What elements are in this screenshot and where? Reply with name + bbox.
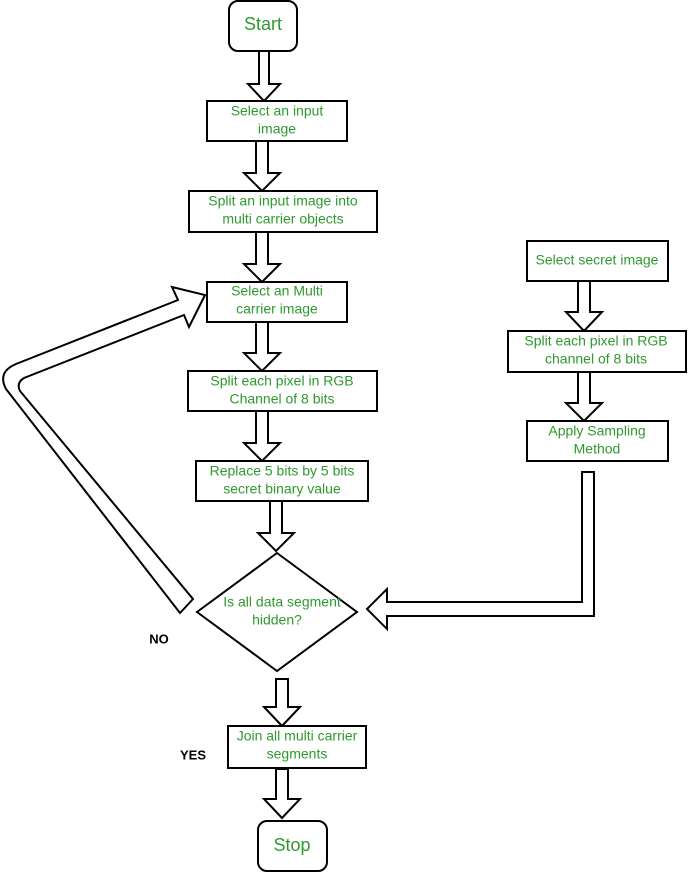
join-box — [227, 725, 367, 769]
decision-label-1: Is all data segment — [223, 594, 341, 610]
no-edge-label: NO — [149, 631, 169, 646]
arrow-start-to-select-input — [245, 50, 283, 103]
decision-diamond — [195, 551, 359, 673]
decision-label-2: hidden? — [252, 612, 302, 628]
split-secret-box — [507, 330, 687, 373]
split-secret-label-1: Split each pixel in RGB — [524, 333, 667, 349]
split-input-label-1: Split an input image into — [208, 193, 358, 209]
arrow-select-multi-to-split-pixel — [241, 321, 283, 373]
start-label: Start — [244, 14, 282, 34]
split-pixel-label-1: Split each pixel in RGB — [210, 373, 353, 389]
replace-bits-label-2: secret binary value — [223, 481, 341, 497]
sampling-label-2: Method — [574, 441, 621, 457]
select-multi-label-1: Select an Multi — [231, 283, 323, 299]
yes-edge-label: YES — [180, 747, 206, 762]
replace-bits-box — [195, 460, 369, 502]
arrow-split-pixel-to-replace-bits — [241, 410, 283, 463]
arrow-replace-bits-to-decision — [255, 500, 297, 553]
stop-label: Stop — [273, 835, 310, 855]
arrow-select-secret-to-split-secret — [563, 280, 605, 333]
select-multi-box — [206, 281, 348, 323]
arrow-split-secret-to-sampling — [563, 371, 605, 423]
arrow-decision-to-join — [261, 678, 303, 728]
split-pixel-label-2: Channel of 8 bits — [229, 391, 334, 407]
replace-bits-label-1: Replace 5 bits by 5 bits — [210, 463, 355, 479]
select-secret-box — [526, 240, 669, 282]
arrow-split-input-to-select-multi — [241, 231, 283, 284]
join-label-1: Join all multi carrier — [237, 728, 358, 744]
select-input-box — [206, 100, 348, 142]
join-label-2: segments — [267, 746, 328, 762]
select-input-label-2: image — [258, 121, 296, 137]
select-multi-label-2: carrier image — [236, 301, 318, 317]
select-input-label-1: Select an input — [231, 103, 324, 119]
split-pixel-box — [187, 370, 378, 412]
arrow-join-to-stop — [261, 768, 303, 820]
sampling-label-1: Apply Sampling — [548, 423, 645, 439]
sampling-box — [526, 420, 669, 462]
select-secret-label: Select secret image — [536, 252, 659, 268]
arrow-no-loop — [2, 285, 207, 615]
split-input-label-2: multi carrier objects — [222, 211, 343, 227]
arrow-sampling-to-decision — [365, 471, 595, 632]
stop-node — [257, 820, 328, 872]
split-secret-label-2: channel of 8 bits — [545, 351, 647, 367]
split-input-box — [188, 190, 378, 233]
arrow-select-input-to-split-input — [241, 140, 283, 193]
start-node — [228, 0, 298, 52]
